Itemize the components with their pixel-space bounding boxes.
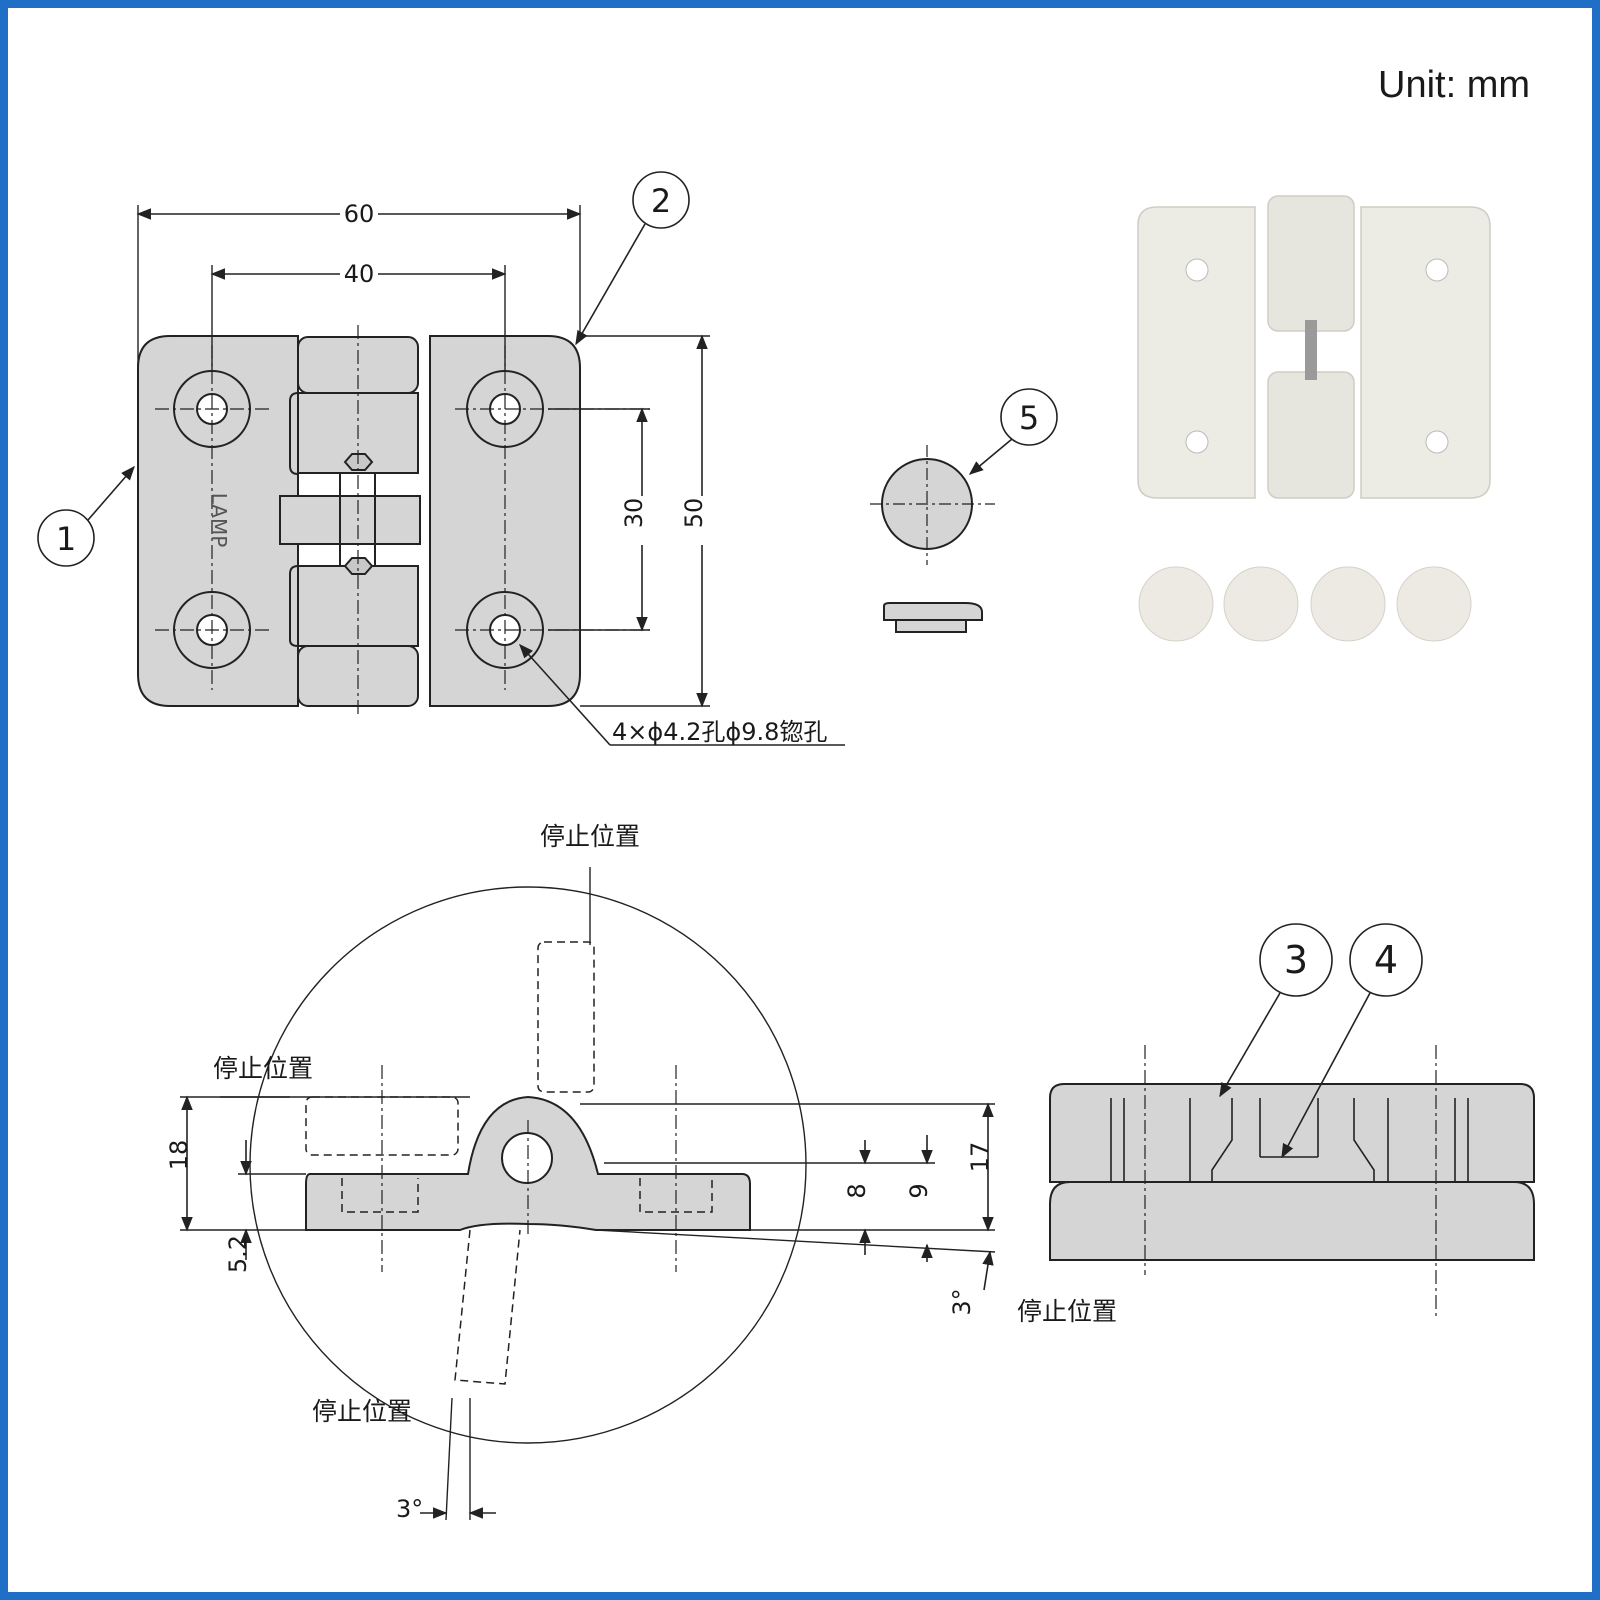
dim-18: 18	[165, 1140, 193, 1171]
stop-label-bottom: 停止位置	[312, 1397, 412, 1426]
dim-30: 30	[620, 498, 648, 529]
top-view	[136, 205, 710, 715]
dim-5-2: 5.2	[224, 1235, 252, 1273]
callout-3: 3	[1219, 923, 1333, 1098]
hole-note: 4×ϕ4.2孔ϕ9.8锪孔	[612, 718, 827, 746]
knuckle-pin	[279, 495, 421, 545]
callout-4: 4	[1281, 923, 1423, 1159]
svg-text:3: 3	[1284, 938, 1308, 982]
callout-5: 5	[968, 388, 1058, 475]
dim-17: 17	[966, 1142, 994, 1173]
unit-label: Unit: mm	[1378, 64, 1530, 106]
side-view	[180, 867, 996, 1521]
callout-2: 2	[575, 171, 690, 346]
callout-1: 1	[37, 465, 135, 567]
stop-label-right: 停止位置	[1017, 1297, 1117, 1326]
dim-60: 60	[344, 200, 375, 228]
cover-cap	[870, 445, 995, 633]
svg-text:1: 1	[56, 520, 76, 558]
svg-text:2: 2	[651, 182, 671, 220]
dim-40: 40	[344, 260, 375, 288]
stop-label-top: 停止位置	[540, 822, 640, 851]
dim-50: 50	[680, 498, 708, 529]
angle-right: 3°	[948, 1288, 976, 1315]
end-view	[1048, 1045, 1535, 1320]
stop-label-left: 停止位置	[213, 1054, 313, 1083]
dim-9: 9	[905, 1183, 933, 1198]
dim-8: 8	[843, 1183, 871, 1198]
brand-mark: LAMP	[207, 493, 231, 548]
svg-text:4: 4	[1374, 938, 1398, 982]
product-photo	[1137, 195, 1491, 642]
svg-text:5: 5	[1019, 399, 1039, 437]
angle-bottom: 3°	[396, 1495, 423, 1523]
